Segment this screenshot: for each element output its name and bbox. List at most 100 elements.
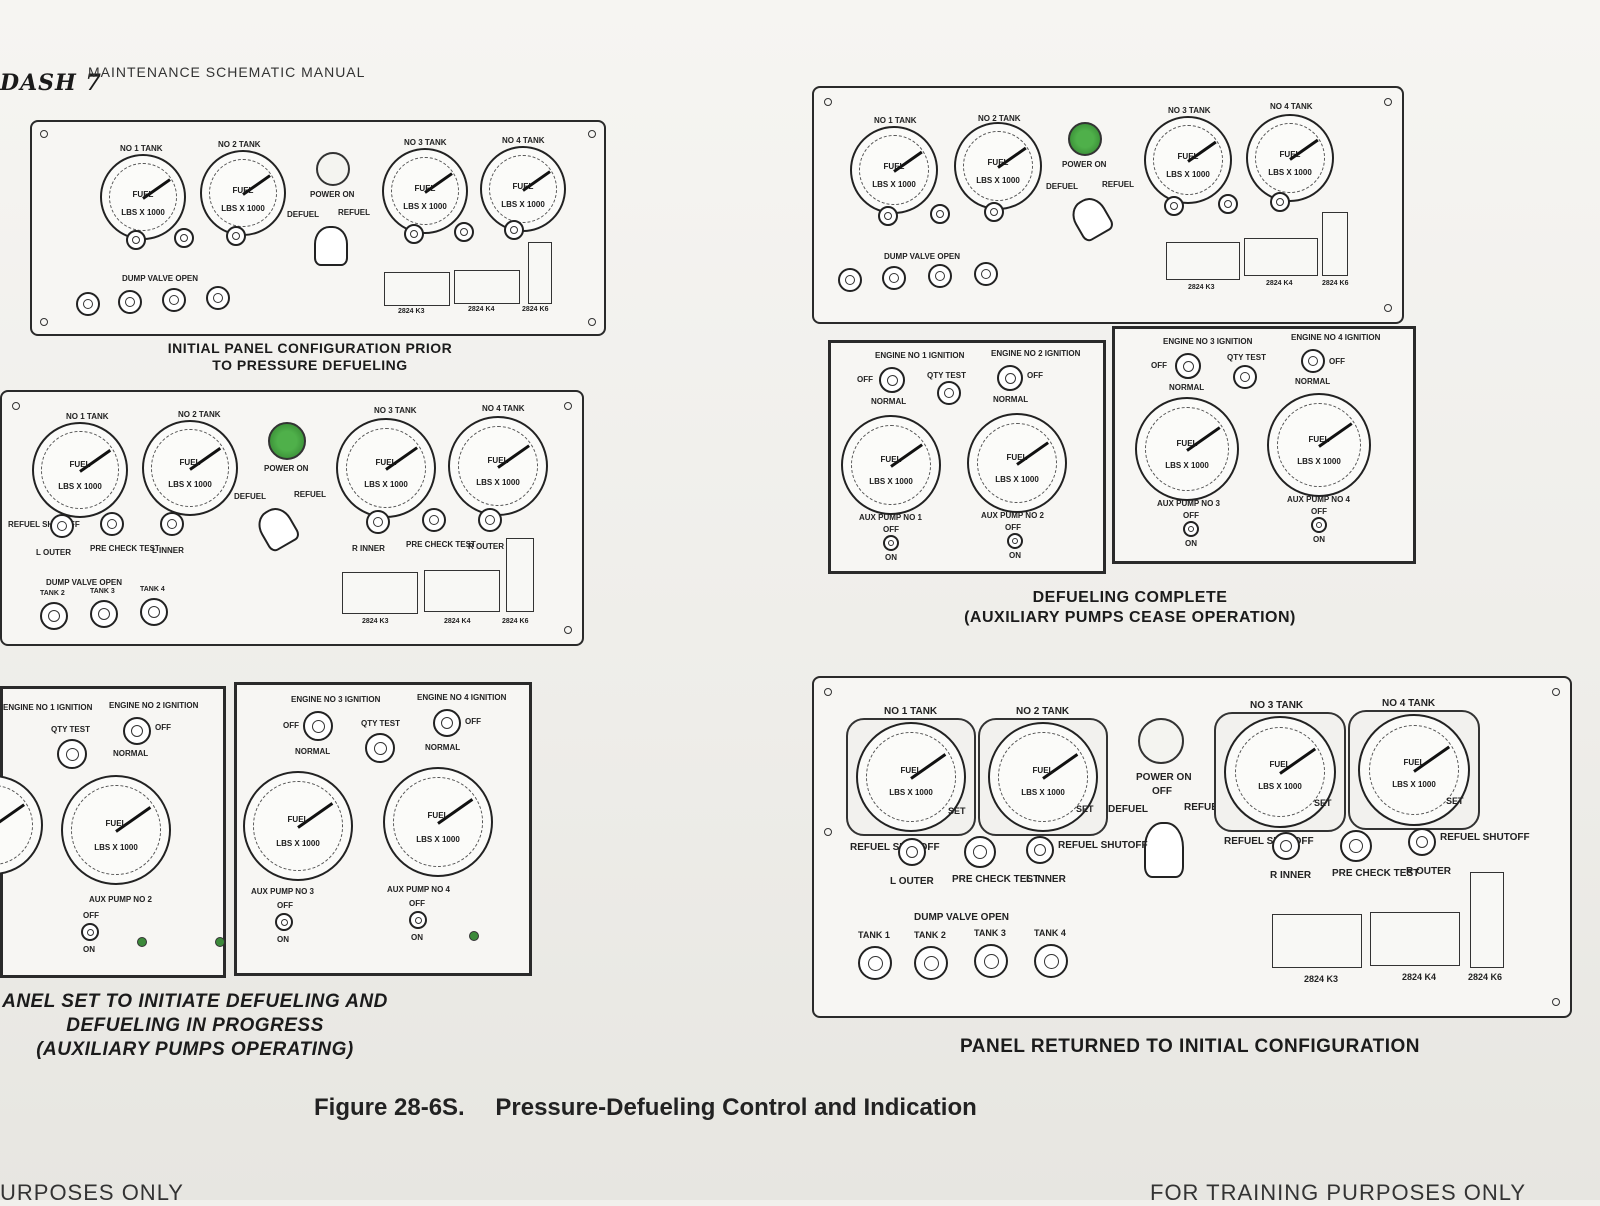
aux-pump-3-switch[interactable] [275,913,293,931]
dump-valve-tank1[interactable] [858,946,892,980]
refuel-shutoff-l-outer-knob[interactable] [898,838,926,866]
tank2-label: NO 2 TANK [218,140,261,149]
dump-valve-tank4[interactable] [974,262,998,286]
refuel-shutoff-r-outer-knob[interactable] [504,220,524,240]
caption-defueling-in-progress: ANEL SET TO INITIATE DEFUELING AND DEFUE… [2,991,388,1060]
refuel-shutoff-l-inner-knob[interactable] [226,226,246,246]
refuel-shutoff-l-inner-knob[interactable] [984,202,1004,222]
relay-k6 [1470,872,1504,968]
relay-k3 [342,572,418,614]
qty-test-button[interactable] [365,733,395,763]
caption-returned: PANEL RETURNED TO INITIAL CONFIGURATION [959,1036,1421,1057]
engine1-ignition-switch[interactable] [879,367,905,393]
qty-test-button[interactable] [937,381,961,405]
refuel-shutoff-r-inner-knob[interactable] [366,510,390,534]
defuel-selector[interactable] [252,502,302,554]
pre-check-test-knob[interactable] [174,228,194,248]
aux-pump-1-switch[interactable] [883,535,899,551]
engine3-ignition-switch[interactable] [1175,353,1201,379]
engine2-ignition-switch[interactable] [997,365,1023,391]
dump-valve-tank2[interactable] [914,946,948,980]
dump-valve-tank1[interactable] [76,292,100,316]
qty-test-button[interactable] [57,739,87,769]
pump-panel-left-partial: ENGINE NO 1 IGNITION ENGINE NO 2 IGNITIO… [0,686,226,978]
engine3-ignition-switch[interactable] [303,711,333,741]
relay-k4 [424,570,500,612]
dump-valve-tank4[interactable] [140,598,168,626]
refuel-shutoff-r-outer-knob[interactable] [1270,192,1290,212]
aux-pump-3-switch[interactable] [1183,521,1199,537]
dump-valve-tank2[interactable] [40,602,68,630]
figure-caption: Figure 28-6S. Pressure-Defueling Control… [314,1094,977,1122]
relay-k3 [1166,242,1240,280]
refuel-shutoff-r-inner-knob[interactable] [1164,196,1184,216]
pre-check-test-knob[interactable] [964,836,996,868]
power-on-lamp-lit [1068,122,1102,156]
refuel-shutoff-l-inner-knob[interactable] [160,512,184,536]
dump-valve-tank3[interactable] [974,944,1008,978]
defuel-selector[interactable] [314,226,348,266]
refuel-shutoff-l-outer-knob[interactable] [878,206,898,226]
dump-valve-tank4[interactable] [1034,944,1068,978]
pre-check-test-right-knob[interactable] [1218,194,1238,214]
dump-valve-tank3[interactable] [90,600,118,628]
aux-fuel-gauge-1-partial [0,775,43,875]
footer-left: URPOSES ONLY [0,1180,184,1205]
fuel-panel-complete: NO 1 TANK NO 2 TANK NO 3 TANK NO 4 TANK … [812,86,1404,324]
refuel-shutoff-r-inner-knob[interactable] [404,224,424,244]
relay-k4 [454,270,520,304]
aux-pump-2-switch[interactable] [81,923,99,941]
pump-panel-3-4-operating: ENGINE NO 3 IGNITION ENGINE NO 4 IGNITIO… [215,682,532,976]
dash7-logo: DASH 7 [0,70,102,96]
refuel-shutoff-l-inner-knob[interactable] [1026,836,1054,864]
aux-pump-4-switch[interactable] [409,911,427,929]
pre-check-test-knob[interactable] [100,512,124,536]
aux-pump-3-indicator [215,937,225,947]
refuel-shutoff-r-outer-knob[interactable] [1408,828,1436,856]
power-on-lamp [1138,718,1184,764]
pre-check-test-right-knob[interactable] [422,508,446,532]
relay-k4 [1244,238,1318,276]
dump-valve-tank4[interactable] [206,286,230,310]
engine4-ignition-switch[interactable] [433,709,461,737]
aux-pump-4-switch[interactable] [1311,517,1327,533]
defuel-selector[interactable] [1144,822,1184,878]
tank3-label: NO 3 TANK [404,138,447,147]
qty-test-button[interactable] [1233,365,1257,389]
defuel-selector[interactable] [1066,192,1116,244]
aux-pump-2-indicator [137,937,147,947]
pre-check-test-right-knob[interactable] [454,222,474,242]
dump-valve-tank3[interactable] [928,264,952,288]
dump-valve-tank3[interactable] [162,288,186,312]
refuel-shutoff-r-inner-knob[interactable] [1272,832,1300,860]
dump-valve-tank1[interactable] [838,268,862,292]
fuel-panel-initial: NO 1 TANK NO 2 TANK NO 3 TANK NO 4 TANK … [30,120,606,336]
relay-k6 [1322,212,1348,276]
engine4-ignition-switch[interactable] [1301,349,1325,373]
refuel-shutoff-l-outer-knob[interactable] [50,514,74,538]
pre-check-test-right-knob[interactable] [1340,830,1372,862]
refuel-shutoff-left-knob[interactable] [126,230,146,250]
caption-defueling-complete: DEFUELING COMPLETE (AUXILIARY PUMPS CEAS… [964,589,1296,626]
pre-check-test-knob[interactable] [930,204,950,224]
engine2-ignition-switch[interactable] [123,717,151,745]
dump-valve-tank2[interactable] [882,266,906,290]
refuel-shutoff-r-outer-knob[interactable] [478,508,502,532]
relay-k6 [528,242,552,304]
pump-panel-3-4-complete: ENGINE NO 3 IGNITION ENGINE NO 4 IGNITIO… [1112,326,1416,564]
footer-right: FOR TRAINING PURPOSES ONLY [1150,1180,1527,1205]
aux-pump-2-switch[interactable] [1007,533,1023,549]
dump-valve-tank2[interactable] [118,290,142,314]
